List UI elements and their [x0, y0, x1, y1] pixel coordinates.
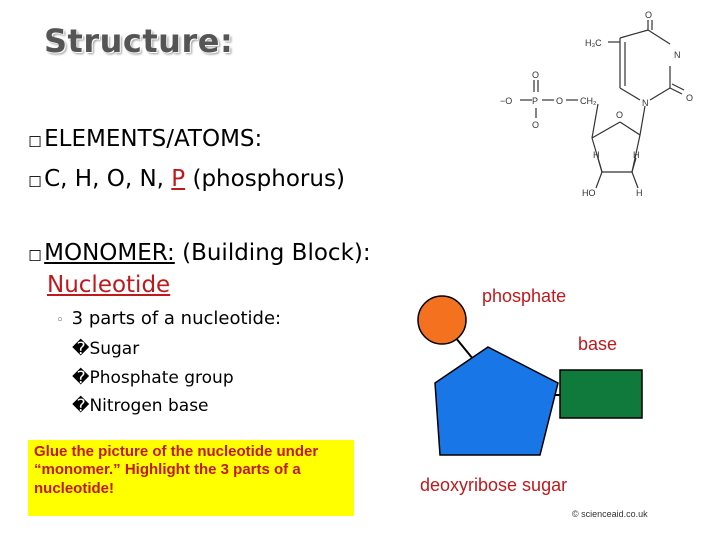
phosphate-circle — [417, 295, 467, 345]
atom-o-minus: −O — [500, 96, 512, 106]
atom-p: P — [532, 96, 538, 106]
atom-methyl: H₃C — [585, 38, 602, 48]
nucleotide-diagram: phosphate base deoxyribose sugar © scien… — [417, 286, 648, 519]
bond — [649, 87, 671, 101]
sugar-label: deoxyribose sugar — [420, 475, 567, 495]
atom-h: H — [633, 150, 640, 160]
bond — [619, 121, 641, 136]
part-label: Sugar — [89, 339, 140, 359]
page-title: Structure: — [44, 22, 234, 60]
base-rectangle — [559, 369, 643, 419]
instruction-note: Glue the picture of the nucleotide under… — [28, 440, 354, 516]
part-bullet-icon: � — [72, 396, 90, 416]
atom-o: O — [686, 93, 693, 103]
monomer-bullet: ◻ MONOMER: (Building Block): — [28, 240, 371, 266]
bond — [591, 103, 599, 139]
sub-bullet-icon: ◦ — [56, 313, 64, 328]
sugar-pentagon — [434, 346, 559, 456]
bullet-box-icon: ◻ — [28, 131, 43, 151]
bullet-box-icon: ◻ — [28, 245, 43, 265]
elements-list-bullet: ◻ C, H, O, N, P (phosphorus) — [28, 166, 345, 192]
monomer-name: Nucleotide — [47, 272, 171, 298]
elements-bullet: ◻ ELEMENTS/ATOMS: — [28, 126, 262, 152]
bond — [647, 29, 671, 45]
bond — [619, 29, 649, 39]
parts-intro: 3 parts of a nucleotide: — [71, 308, 282, 329]
atom-n: N — [674, 50, 681, 60]
bond — [639, 105, 646, 136]
atom-o: O — [556, 96, 563, 106]
atom-h: H — [593, 150, 600, 160]
part-bullet-icon: � — [72, 368, 90, 388]
part-bullet-icon: � — [72, 339, 90, 359]
bullet-box-icon: ◻ — [28, 171, 43, 191]
nucleotide-chemical-structure: O N H₃C O N O O −O P O CH₂ O H H HO H — [500, 10, 693, 198]
bond — [591, 121, 621, 139]
elements-label: ELEMENTS/ATOMS: — [44, 126, 263, 152]
part-item: � Sugar — [72, 339, 139, 359]
parts-intro-bullet: ◦ 3 parts of a nucleotide: — [56, 308, 281, 329]
part-label: Phosphate group — [89, 368, 234, 388]
phosphorus-symbol: P — [171, 166, 186, 192]
bond — [595, 171, 603, 189]
bond — [631, 171, 639, 189]
atom-o: O — [616, 110, 623, 120]
atom-ch2: CH₂ — [580, 96, 597, 106]
bond — [619, 87, 641, 101]
part-item: � Nitrogen base — [72, 396, 209, 416]
atom-o: O — [532, 120, 539, 130]
atom-n: N — [642, 98, 649, 108]
phosphate-label: phosphate — [482, 286, 566, 306]
phosphorus-name: (phosphorus) — [192, 166, 345, 192]
part-item: � Phosphate group — [72, 368, 234, 388]
bond — [669, 87, 683, 95]
bond — [597, 157, 603, 173]
base-label: base — [578, 334, 617, 354]
monomer-label: MONOMER: — [44, 240, 175, 266]
atom-o: O — [532, 70, 539, 80]
copyright-text: © scienceaid.co.uk — [572, 509, 648, 519]
atom-ho: HO — [582, 188, 596, 198]
part-label: Nitrogen base — [89, 396, 209, 416]
atom-o: O — [645, 10, 652, 20]
bond — [631, 157, 637, 173]
atom-h: H — [636, 188, 643, 198]
bond — [671, 83, 685, 91]
elements-list: C, H, O, N, — [44, 166, 164, 192]
monomer-description: (Building Block): — [182, 240, 371, 266]
